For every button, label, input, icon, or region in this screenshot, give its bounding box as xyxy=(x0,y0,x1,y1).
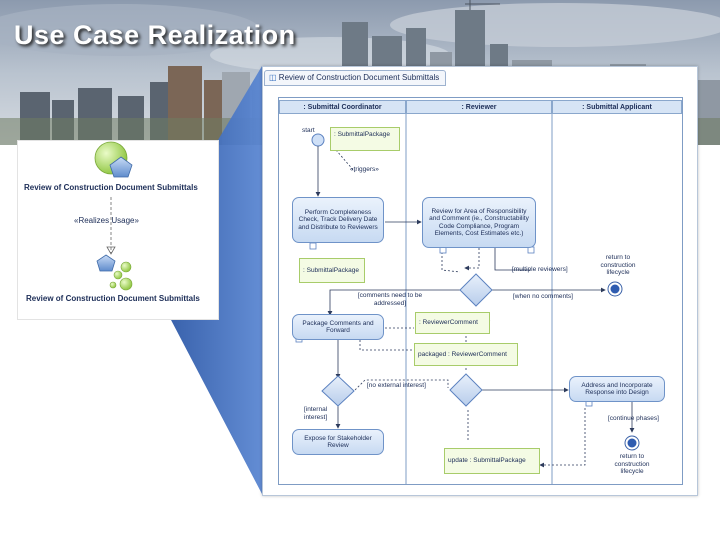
diagram-tab[interactable]: ◫ Review of Construction Document Submit… xyxy=(264,70,447,86)
object-node-packaged-comment[interactable]: packaged : ReviewerComment xyxy=(414,343,518,366)
pentagon-icon xyxy=(109,156,133,178)
collaboration-ball-icon xyxy=(113,270,123,280)
final-label-top: return to construction lifecycle xyxy=(600,254,636,276)
guard-when-no-comments: [when no comments] xyxy=(513,293,573,300)
collaboration-ball-icon xyxy=(120,261,132,273)
object-node-update-package[interactable]: update : SubmittalPackage xyxy=(444,448,540,474)
realization-label: Review of Construction Document Submitta… xyxy=(26,294,200,303)
use-case-graphic xyxy=(94,141,133,291)
realizes-usage-label: «Realizes Usage» xyxy=(74,216,139,225)
merge-node xyxy=(449,373,483,407)
decision-node xyxy=(459,273,493,307)
lane-header-applicant: : Submittal Applicant xyxy=(552,100,682,114)
collaboration-ball-icon xyxy=(119,277,133,291)
pin xyxy=(309,242,317,250)
guard-triggers: «triggers» xyxy=(350,166,379,173)
object-node-reviewer-comment[interactable]: : ReviewerComment xyxy=(415,312,490,334)
activity-final-node xyxy=(627,438,637,448)
action-address-incorporate[interactable]: Address and Incorporate Response into De… xyxy=(569,376,665,402)
initial-node xyxy=(311,133,325,147)
guard-continue-phases: [continue phases] xyxy=(608,415,659,422)
object-node-submittal-package-2[interactable]: : SubmittalPackage xyxy=(299,258,365,283)
final-label-bottom: return to construction lifecycle xyxy=(614,453,650,475)
guard-internal-interest: [internal interest] xyxy=(304,406,328,421)
use-case-label: Review of Construction Document Submitta… xyxy=(24,183,198,192)
guard-multiple-reviewers: [multiple reviewers] xyxy=(512,266,568,273)
object-node-submittal-package[interactable]: : SubmittalPackage xyxy=(330,127,400,151)
action-expose-stakeholder[interactable]: Expose for Stakeholder Review xyxy=(292,429,384,455)
activity-icon: ◫ xyxy=(269,73,277,82)
decision-node xyxy=(321,375,355,407)
start-label: start xyxy=(302,127,315,134)
guard-comments-need-addressed: [comments need to be addressed] xyxy=(357,292,423,307)
lane-header-coordinator: : Submittal Coordinator xyxy=(279,100,406,114)
action-completeness-check[interactable]: Perform Completeness Check, Track Delive… xyxy=(292,197,384,243)
activity-final-node xyxy=(610,284,620,294)
action-package-comments[interactable]: Package Comments and Forward xyxy=(292,314,384,340)
diagram-tab-title: Review of Construction Document Submitta… xyxy=(278,73,440,82)
action-review-and-comment[interactable]: Review for Area of Responsibility and Co… xyxy=(422,197,536,248)
collaboration-ball-icon xyxy=(109,281,117,289)
realization-pentagon-icon xyxy=(96,254,116,272)
slide-title: Use Case Realization xyxy=(14,20,296,50)
use-case-panel: Review of Construction Document Submitta… xyxy=(17,140,219,320)
lane-header-reviewer: : Reviewer xyxy=(406,100,552,114)
guard-no-external-interest: [no external interest] xyxy=(367,382,426,389)
